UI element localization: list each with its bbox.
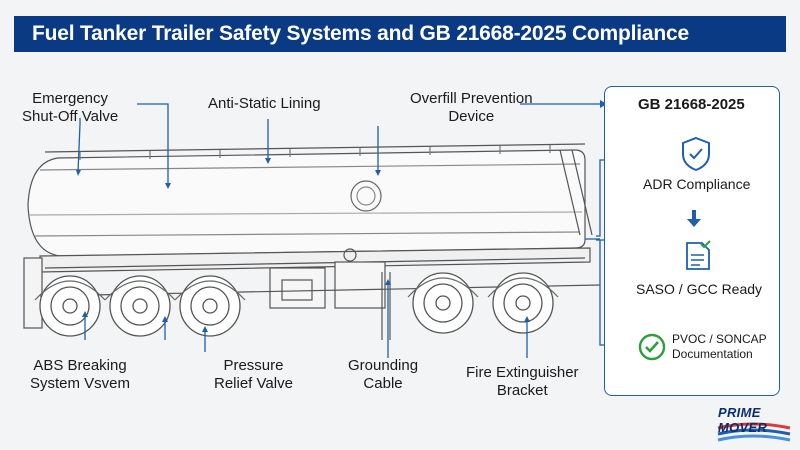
- callout-abs-braking: ABS Breaking System Vsvem: [30, 357, 131, 392]
- compliance-panel: [604, 86, 780, 396]
- callout-overfill-prevention: Overfill Prevention Device: [410, 90, 533, 125]
- wheels: [39, 272, 554, 337]
- adr-compliance-label: ADR Compliance: [643, 176, 751, 192]
- page-title: Fuel Tanker Trailer Safety Systems and G…: [32, 22, 689, 45]
- callout-emergency-shutoff-valve: Emergency Shut-Off Valve: [22, 90, 119, 125]
- prime-mover-logo: PRIME MOVER: [718, 405, 768, 435]
- pvoc-soncap-label: PVOC / SONCAP Documentation: [672, 332, 767, 361]
- wheel: [492, 272, 554, 334]
- callout-anti-static-lining: Anti-Static Lining: [208, 95, 321, 112]
- wheel: [179, 275, 241, 337]
- shield-icon: [682, 136, 710, 172]
- logo-waves: [717, 422, 791, 442]
- title-banner: Fuel Tanker Trailer Safety Systems and G…: [14, 16, 786, 52]
- callout-grounding-cable: Grounding Cable: [348, 357, 419, 392]
- callout-fire-extinguisher-bracket: Fire Extinguisher Bracket: [466, 364, 579, 399]
- document-check-icon: [686, 240, 711, 270]
- wheel: [109, 275, 171, 337]
- tanker-drawing: [23, 143, 601, 340]
- wheel: [412, 272, 474, 334]
- check-circle-icon: [638, 333, 666, 361]
- arrow-down-icon: [687, 210, 701, 227]
- saso-gcc-label: SASO / GCC Ready: [636, 281, 763, 297]
- wheel: [39, 275, 101, 337]
- callout-pressure-relief-valve: Pressure Relief Valve: [214, 357, 293, 392]
- gb-standard-label: GB 21668-2025: [638, 96, 745, 113]
